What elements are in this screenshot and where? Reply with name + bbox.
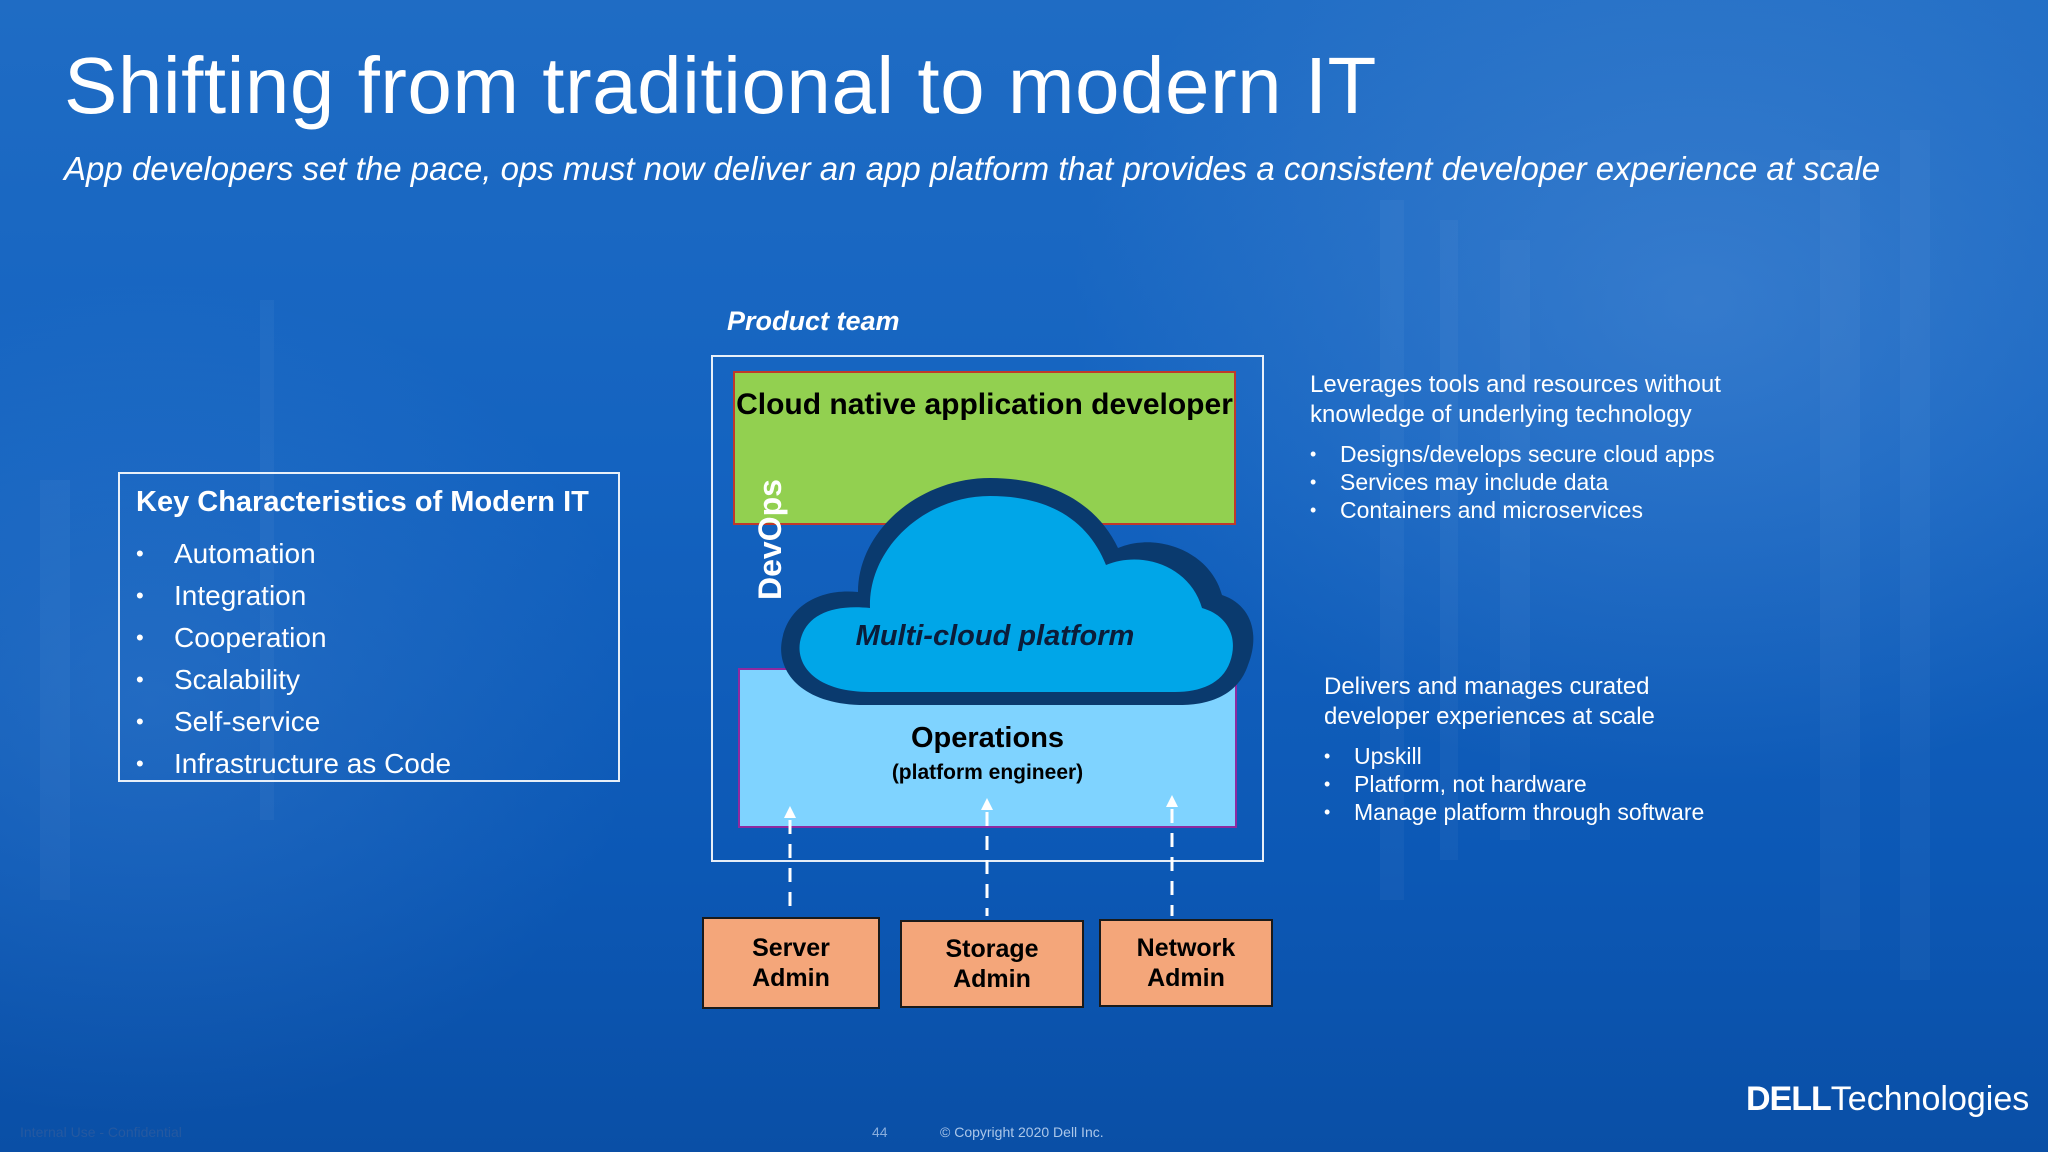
arrow-network — [1166, 795, 1178, 916]
list-item: Integration — [136, 575, 602, 617]
operations-subtitle: (platform engineer) — [891, 761, 1084, 784]
operations-description: Delivers and manages curated developer e… — [1324, 672, 1744, 826]
dell-technologies-logo: DELLTechnologies — [1746, 1080, 2029, 1119]
slide-title: Shifting from traditional to modern IT — [64, 41, 1377, 130]
cloud-label: Multi-cloud platform — [855, 620, 1135, 652]
list-item: Infrastructure as Code — [136, 743, 602, 785]
list-item: Manage platform through software — [1324, 798, 1744, 826]
page-number: 44 — [872, 1124, 888, 1140]
server-admin-box: Server Admin — [702, 917, 880, 1009]
list-item: Self-service — [136, 701, 602, 743]
list-item: Platform, not hardware — [1324, 770, 1744, 798]
classification-label: Internal Use - Confidential — [20, 1124, 182, 1140]
developer-description-list: Designs/develops secure cloud apps Servi… — [1310, 440, 1790, 524]
copyright-text: © Copyright 2020 Dell Inc. — [940, 1124, 1104, 1140]
key-characteristics-title: Key Characteristics of Modern IT — [136, 486, 589, 518]
key-characteristics-list: Automation Integration Cooperation Scala… — [136, 533, 602, 785]
list-item: Cooperation — [136, 617, 602, 659]
logo-brand: DELL — [1746, 1080, 1832, 1118]
developer-description-heading: Leverages tools and resources without kn… — [1310, 371, 1721, 428]
product-team-label: Product team — [727, 306, 900, 336]
storage-admin-box: Storage Admin — [900, 920, 1084, 1008]
operations-title: Operations — [910, 722, 1065, 754]
arrow-server — [784, 806, 796, 916]
list-item: Upskill — [1324, 742, 1744, 770]
list-item: Containers and microservices — [1310, 496, 1790, 524]
devops-label: DevOps — [752, 479, 788, 600]
arrow-storage — [981, 798, 993, 916]
logo-suffix: Technologies — [1830, 1080, 2030, 1118]
key-characteristics-box: Key Characteristics of Modern IT Automat… — [118, 472, 620, 785]
slide-subtitle: App developers set the pace, ops must no… — [64, 150, 1881, 187]
list-item: Scalability — [136, 659, 602, 701]
operations-description-list: Upskill Platform, not hardware Manage pl… — [1324, 742, 1744, 826]
operations-description-heading: Delivers and manages curated developer e… — [1324, 673, 1655, 730]
cloud-fill — [799, 496, 1233, 692]
list-item: Automation — [136, 533, 602, 575]
network-admin-box: Network Admin — [1099, 919, 1273, 1007]
list-item: Designs/develops secure cloud apps — [1310, 440, 1790, 468]
developer-description: Leverages tools and resources without kn… — [1310, 370, 1790, 524]
list-item: Services may include data — [1310, 468, 1790, 496]
cloud-shape — [781, 478, 1254, 705]
